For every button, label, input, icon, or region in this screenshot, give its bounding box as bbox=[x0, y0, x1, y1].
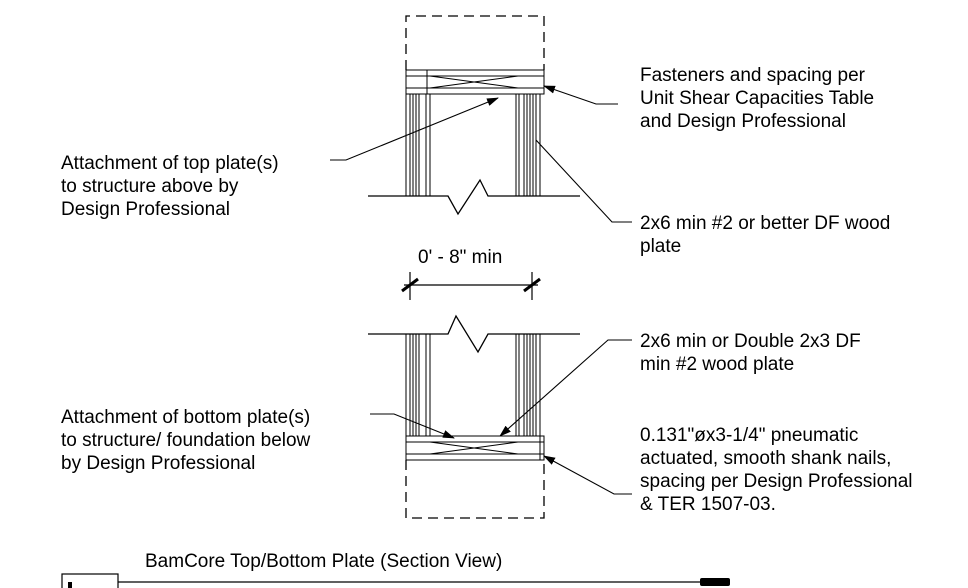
note-line: Fasteners and spacing per bbox=[640, 65, 865, 86]
bottom-section bbox=[368, 272, 580, 519]
note-line: Unit Shear Capacities Table bbox=[640, 88, 875, 109]
leader-attach-bottom bbox=[370, 413, 455, 439]
note-line: to structure/ foundation below bbox=[61, 430, 311, 451]
note-line: plate bbox=[640, 236, 682, 257]
note-line: and Design Professional bbox=[640, 111, 846, 132]
leader-plate-bottom bbox=[499, 339, 632, 437]
view-title: BamCore Top/Bottom Plate (Section View) bbox=[145, 551, 503, 572]
leader-attach-top bbox=[330, 97, 499, 161]
note-line: Attachment of top plate(s) bbox=[61, 153, 279, 174]
top-section bbox=[368, 15, 580, 216]
leaders bbox=[330, 85, 632, 495]
dimension-label: 0' - 8" min bbox=[418, 247, 503, 268]
top-right-stud bbox=[515, 93, 541, 197]
leader-fasteners-top bbox=[543, 85, 618, 105]
note-line: Design Professional bbox=[61, 199, 230, 220]
note-line: & TER 1507-03. bbox=[640, 494, 776, 515]
note-plate-top: 2x6 min #2 or better DF wood plate bbox=[640, 212, 890, 258]
bottom-right-stud bbox=[515, 333, 541, 437]
note-line: 0.131"øx3-1/4" pneumatic bbox=[640, 425, 859, 446]
width-dimension bbox=[401, 272, 541, 300]
note-line: spacing per Design Professional bbox=[640, 471, 913, 492]
note-attach-top: Attachment of top plate(s) to structure … bbox=[61, 152, 279, 221]
detail-marker-box bbox=[61, 573, 119, 588]
note-nails-bottom: 0.131"øx3-1/4" pneumatic actuated, smoot… bbox=[640, 424, 913, 516]
bottom-break-line bbox=[368, 314, 580, 354]
top-plate bbox=[405, 69, 545, 95]
title-underline-end bbox=[700, 578, 730, 586]
bottom-plate bbox=[405, 435, 545, 461]
view-title-bar bbox=[61, 573, 730, 588]
note-line: min #2 wood plate bbox=[640, 354, 795, 375]
detail-marker-tick bbox=[68, 582, 72, 588]
top-left-stud bbox=[405, 70, 431, 197]
note-line: Attachment of bottom plate(s) bbox=[61, 407, 311, 428]
top-structure-above-dashed bbox=[405, 15, 545, 70]
leader-plate-top bbox=[535, 139, 632, 223]
bottom-structure-below-dashed bbox=[405, 460, 545, 519]
top-break-line bbox=[368, 178, 580, 216]
note-line: 2x6 min #2 or better DF wood bbox=[640, 213, 891, 234]
note-line: to structure above by bbox=[61, 176, 239, 197]
note-fasteners-top: Fasteners and spacing per Unit Shear Cap… bbox=[640, 64, 874, 133]
note-plate-bottom: 2x6 min or Double 2x3 DF min #2 wood pla… bbox=[640, 330, 861, 376]
note-line: 2x6 min or Double 2x3 DF bbox=[640, 331, 861, 352]
bottom-left-stud bbox=[405, 333, 431, 437]
leader-nails-bottom bbox=[543, 455, 632, 495]
note-attach-bottom: Attachment of bottom plate(s) to structu… bbox=[61, 406, 310, 475]
note-line: actuated, smooth shank nails, bbox=[640, 448, 892, 469]
note-line: by Design Professional bbox=[61, 453, 256, 474]
